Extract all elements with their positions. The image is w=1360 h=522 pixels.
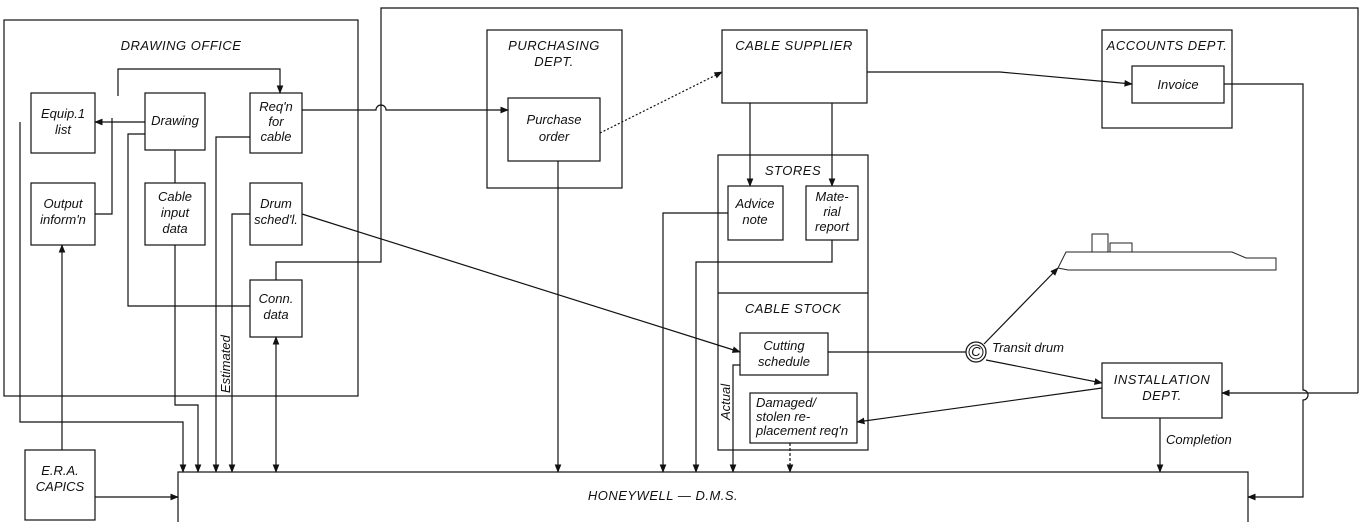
era-capics-label-1: E.R.A. [41, 463, 79, 478]
transit-drum-label: Transit drum [992, 340, 1064, 355]
transit-drum-to-installation-arrow [986, 360, 1102, 383]
conn-data-label-2: data [263, 307, 288, 322]
material-report-label-3: report [815, 219, 850, 234]
equip-list-label-1: Equip.1 [41, 106, 85, 121]
actual-label: Actual [718, 383, 733, 421]
output-to-equip-list-line [95, 118, 112, 214]
cutting-actual-to-honeywell-arrow [733, 365, 740, 472]
damaged-label-1: Damaged/ [756, 395, 817, 410]
reqn-to-purchase-order-arrow [302, 105, 508, 110]
advice-note-label-1: Advice [734, 196, 774, 211]
material-report-label-2: rial [823, 204, 841, 219]
ship-icon [1058, 234, 1276, 270]
equip-list-to-honeywell-arrow [20, 122, 183, 472]
cable-input-label-2: input [161, 205, 191, 220]
completion-label: Completion [1166, 432, 1232, 447]
output-inform-label-1: Output [43, 196, 83, 211]
invoice-label: Invoice [1157, 77, 1198, 92]
era-capics-label-2: CAPICS [36, 479, 85, 494]
cable-input-to-honeywell-arrow [175, 245, 198, 472]
damaged-label-3: placement req'n [755, 423, 848, 438]
purchase-order-to-supplier-arrow [600, 72, 722, 133]
reqn-label-2: for [268, 114, 284, 129]
advice-note-label-2: note [742, 212, 767, 227]
cable-input-label-3: data [162, 221, 187, 236]
purchasing-dept-title-1: PURCHASING [508, 38, 600, 53]
supplier-to-invoice-arrow [867, 72, 1132, 84]
purchasing-dept-title-2: DEPT. [534, 54, 574, 69]
reqn-label-1: Req'n [259, 99, 293, 114]
accounts-dept-title: ACCOUNTS DEPT. [1106, 38, 1228, 53]
cable-supplier-title: CABLE SUPPLIER [735, 38, 853, 53]
purchase-order-label-1: Purchase [527, 112, 582, 127]
reqn-label-3: cable [260, 129, 291, 144]
drawing-office-title: DRAWING OFFICE [121, 38, 242, 53]
output-inform-label-2: inform'n [40, 212, 86, 227]
drum-sched-to-honeywell-arrow [232, 214, 250, 472]
drum-sched-label-2: sched'l. [254, 212, 298, 227]
material-report-label-1: Mate- [815, 189, 849, 204]
invoice-to-honeywell-arrow [1224, 84, 1308, 497]
damaged-label-2: stolen re- [756, 409, 811, 424]
cutting-schedule-label-1: Cutting [763, 338, 805, 353]
honeywell-dms-title: HONEYWELL — D.M.S. [588, 488, 738, 503]
transit-drum-to-ship-arrow [984, 268, 1058, 344]
estimated-label: Estimated [218, 334, 233, 393]
cutting-schedule-label-2: schedule [758, 354, 810, 369]
stores-title: STORES [765, 163, 821, 178]
equip-list-label-2: list [55, 122, 72, 137]
drawing-label: Drawing [151, 113, 199, 128]
conn-data-label-1: Conn. [259, 291, 294, 306]
installation-to-damaged-arrow [857, 388, 1102, 422]
installation-dept-title-2: DEPT. [1142, 388, 1182, 403]
cable-stock-title: CABLE STOCK [745, 301, 842, 316]
drum-sched-to-cutting-schedule-arrow [302, 214, 740, 352]
reqn-estimated-to-honeywell-arrow [216, 137, 250, 472]
drum-sched-label-1: Drum [260, 196, 292, 211]
drawing-to-reqn-arrow [118, 69, 280, 96]
installation-dept-title-1: INSTALLATION [1114, 372, 1211, 387]
cable-input-label-1: Cable [158, 189, 192, 204]
transit-drum-symbol: C [971, 344, 981, 359]
purchase-order-label-2: order [539, 129, 570, 144]
